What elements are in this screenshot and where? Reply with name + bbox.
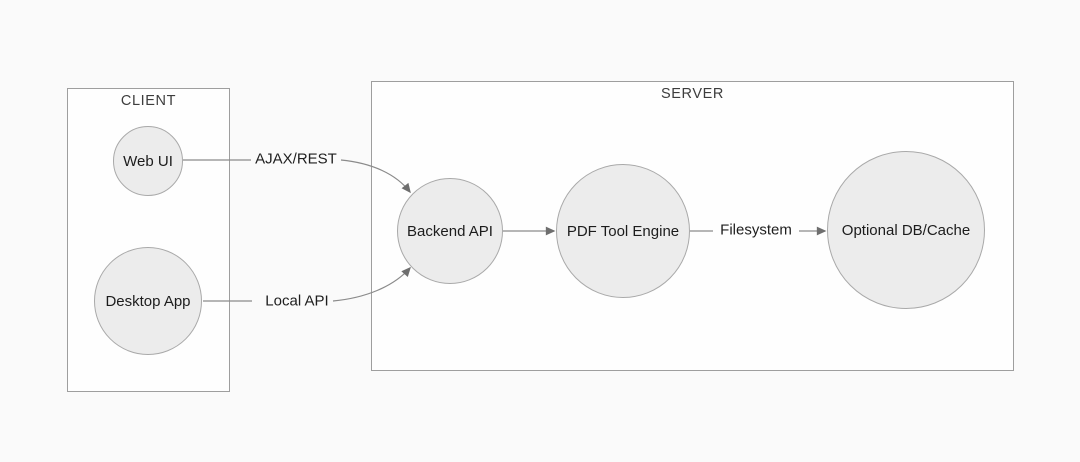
group-client-title: CLIENT <box>120 93 177 109</box>
node-backend-api: Backend API <box>397 178 503 284</box>
node-web-ui-label: Web UI <box>123 152 173 170</box>
node-pdf-tool-engine-label: PDF Tool Engine <box>566 222 680 240</box>
group-server-title: SERVER <box>661 86 724 102</box>
edge-filesystem-label: Filesystem <box>720 221 792 239</box>
node-backend-api-label: Backend API <box>407 222 493 240</box>
node-web-ui: Web UI <box>113 126 183 196</box>
node-desktop-app-label: Desktop App <box>105 292 191 310</box>
node-optional-db-cache: Optional DB/Cache <box>827 151 985 309</box>
node-optional-db-cache-label: Optional DB/Cache <box>841 221 971 239</box>
edge-local-api-label: Local API <box>265 292 329 310</box>
node-desktop-app: Desktop App <box>94 247 202 355</box>
edge-ajax-rest-label: AJAX/REST <box>255 150 337 168</box>
node-pdf-tool-engine: PDF Tool Engine <box>556 164 690 298</box>
